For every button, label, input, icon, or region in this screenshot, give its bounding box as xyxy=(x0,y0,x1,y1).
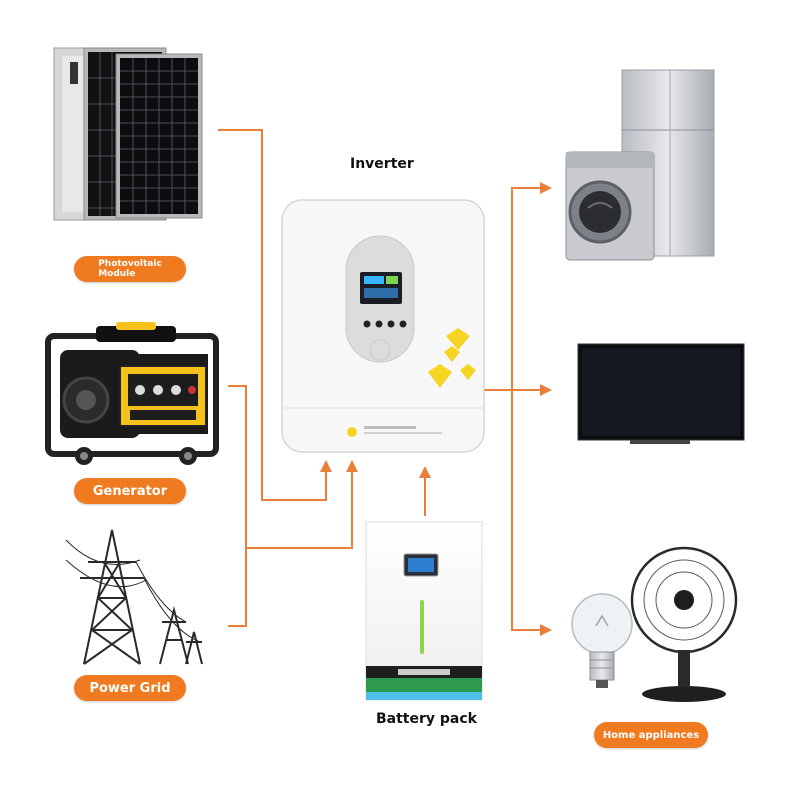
generator-badge: Generator xyxy=(74,478,186,504)
generator-label: Generator xyxy=(92,483,168,499)
power-tower-icon xyxy=(65,529,203,665)
power-grid-label: Power Grid xyxy=(89,680,171,696)
solar-panel-icon xyxy=(53,47,203,221)
inverter-icon xyxy=(281,199,485,453)
photovoltaic-label-line2: Module xyxy=(98,269,136,279)
light-bulb-icon xyxy=(571,593,633,688)
flow-arrowheads xyxy=(320,182,552,636)
photovoltaic-module-badge: Photovoltaic Module xyxy=(74,256,186,282)
battery-icon xyxy=(365,521,483,701)
power-grid-badge: Power Grid xyxy=(74,675,186,701)
inverter-label: Inverter xyxy=(350,156,414,172)
photovoltaic-label-line1: Photovoltaic xyxy=(98,259,162,269)
home-appliances-label: Home appliances xyxy=(602,729,700,741)
flow-lines xyxy=(218,129,542,631)
home-appliances-badge: Home appliances xyxy=(594,722,708,748)
battery-pack-label: Battery pack xyxy=(376,711,477,727)
appliance-icon xyxy=(565,69,715,261)
fan-icon xyxy=(630,546,738,702)
tv-icon xyxy=(577,343,745,444)
generator-icon xyxy=(45,322,219,465)
